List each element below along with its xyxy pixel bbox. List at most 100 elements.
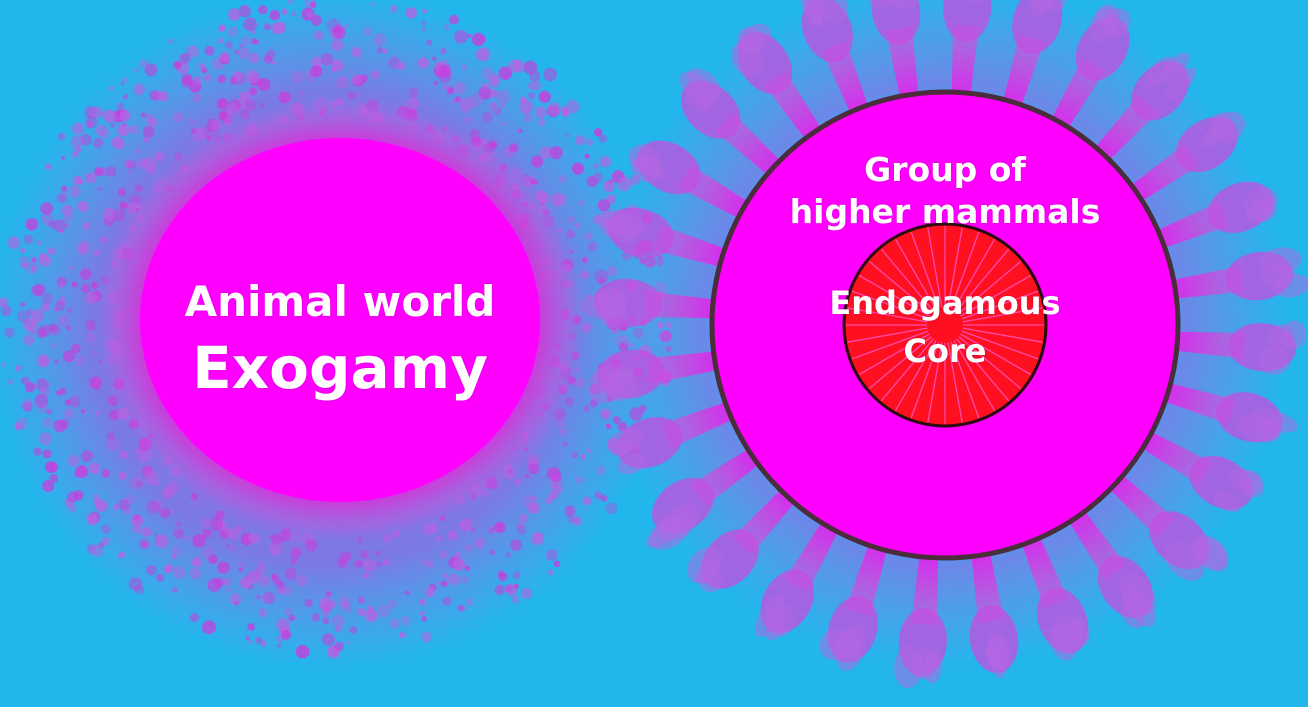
speckle: [325, 590, 332, 598]
speckle: [478, 86, 492, 100]
speckle: [33, 447, 42, 456]
speckle: [207, 578, 222, 592]
speckle: [123, 507, 132, 515]
speckle: [460, 518, 473, 532]
speckle: [94, 166, 104, 177]
speckle: [61, 185, 67, 192]
speckle: [90, 106, 104, 120]
speckle: [135, 149, 141, 154]
core-spoke: [858, 333, 930, 376]
speckle: [188, 118, 196, 126]
speckle: [0, 305, 12, 317]
speckle: [443, 23, 450, 31]
speckle: [377, 604, 391, 618]
speckle: [14, 365, 22, 372]
speckle: [575, 134, 586, 146]
speckle: [319, 597, 333, 612]
speckle: [119, 201, 128, 210]
higher-mammals-group: [580, 0, 1308, 689]
speckle: [405, 7, 417, 19]
speckle: [572, 162, 585, 175]
speckle: [31, 284, 44, 297]
speckle: [96, 186, 102, 192]
speckle: [408, 87, 419, 98]
speckle: [578, 200, 585, 206]
speckle: [4, 327, 15, 338]
speckle: [52, 306, 59, 313]
speckle: [25, 308, 34, 317]
speckle: [332, 614, 345, 628]
speckle: [57, 193, 67, 203]
speckle: [375, 550, 381, 556]
core-spoke: [927, 342, 943, 423]
speckle: [472, 32, 486, 47]
speckle: [258, 574, 271, 587]
speckle: [332, 26, 346, 40]
speckle: [548, 491, 558, 500]
core-spoke: [880, 248, 934, 312]
speckle: [77, 240, 90, 253]
speckle: [179, 52, 191, 64]
speckle: [522, 112, 533, 123]
speckle: [63, 350, 75, 363]
speckle: [108, 85, 115, 92]
speckle: [288, 614, 296, 622]
speckle: [419, 611, 425, 616]
speckle: [145, 113, 155, 123]
speckle: [0, 297, 9, 308]
speckle: [582, 257, 588, 263]
speckle: [594, 491, 603, 500]
core-spoke: [910, 231, 940, 309]
speckle: [24, 381, 36, 393]
speckle: [521, 587, 533, 600]
speckle: [219, 528, 230, 539]
speckle: [245, 635, 251, 641]
speckle: [91, 281, 99, 289]
speckle: [340, 75, 346, 81]
speckle: [247, 623, 255, 631]
speckle: [311, 613, 320, 622]
core-spoke: [962, 307, 1043, 323]
speckle: [123, 77, 127, 82]
speckle: [66, 325, 71, 331]
speckle: [54, 300, 65, 312]
speckle: [25, 218, 39, 231]
core-spoke: [956, 248, 1010, 312]
speckle: [20, 301, 26, 308]
speckle: [7, 236, 21, 249]
speckle: [111, 136, 124, 149]
tendril: [1019, 530, 1090, 661]
speckle: [73, 471, 80, 478]
speckle: [21, 398, 33, 410]
speckle: [601, 411, 609, 418]
speckle: [172, 60, 182, 70]
speckle: [617, 177, 632, 192]
speckle: [322, 632, 335, 646]
speckle: [620, 175, 627, 182]
speckle: [22, 401, 33, 412]
speckle: [29, 329, 36, 336]
speckle: [400, 615, 411, 626]
speckle: [208, 554, 218, 565]
core-spoke: [947, 227, 963, 308]
speckle: [248, 533, 260, 544]
tendril: [1165, 247, 1308, 301]
speckle: [137, 158, 149, 170]
speckle: [168, 38, 175, 45]
speckle: [586, 175, 598, 187]
speckle: [219, 51, 230, 63]
speckle: [334, 625, 342, 633]
speckle: [71, 281, 78, 288]
speckle: [580, 270, 589, 280]
speckle: [94, 386, 100, 392]
speckle: [364, 609, 378, 622]
speckle: [259, 102, 265, 108]
speckle: [44, 163, 52, 171]
speckle: [398, 631, 406, 639]
speckle: [37, 354, 50, 368]
speckle: [523, 60, 538, 75]
speckle: [274, 21, 287, 34]
speckle: [95, 124, 108, 137]
speckle: [58, 296, 67, 305]
